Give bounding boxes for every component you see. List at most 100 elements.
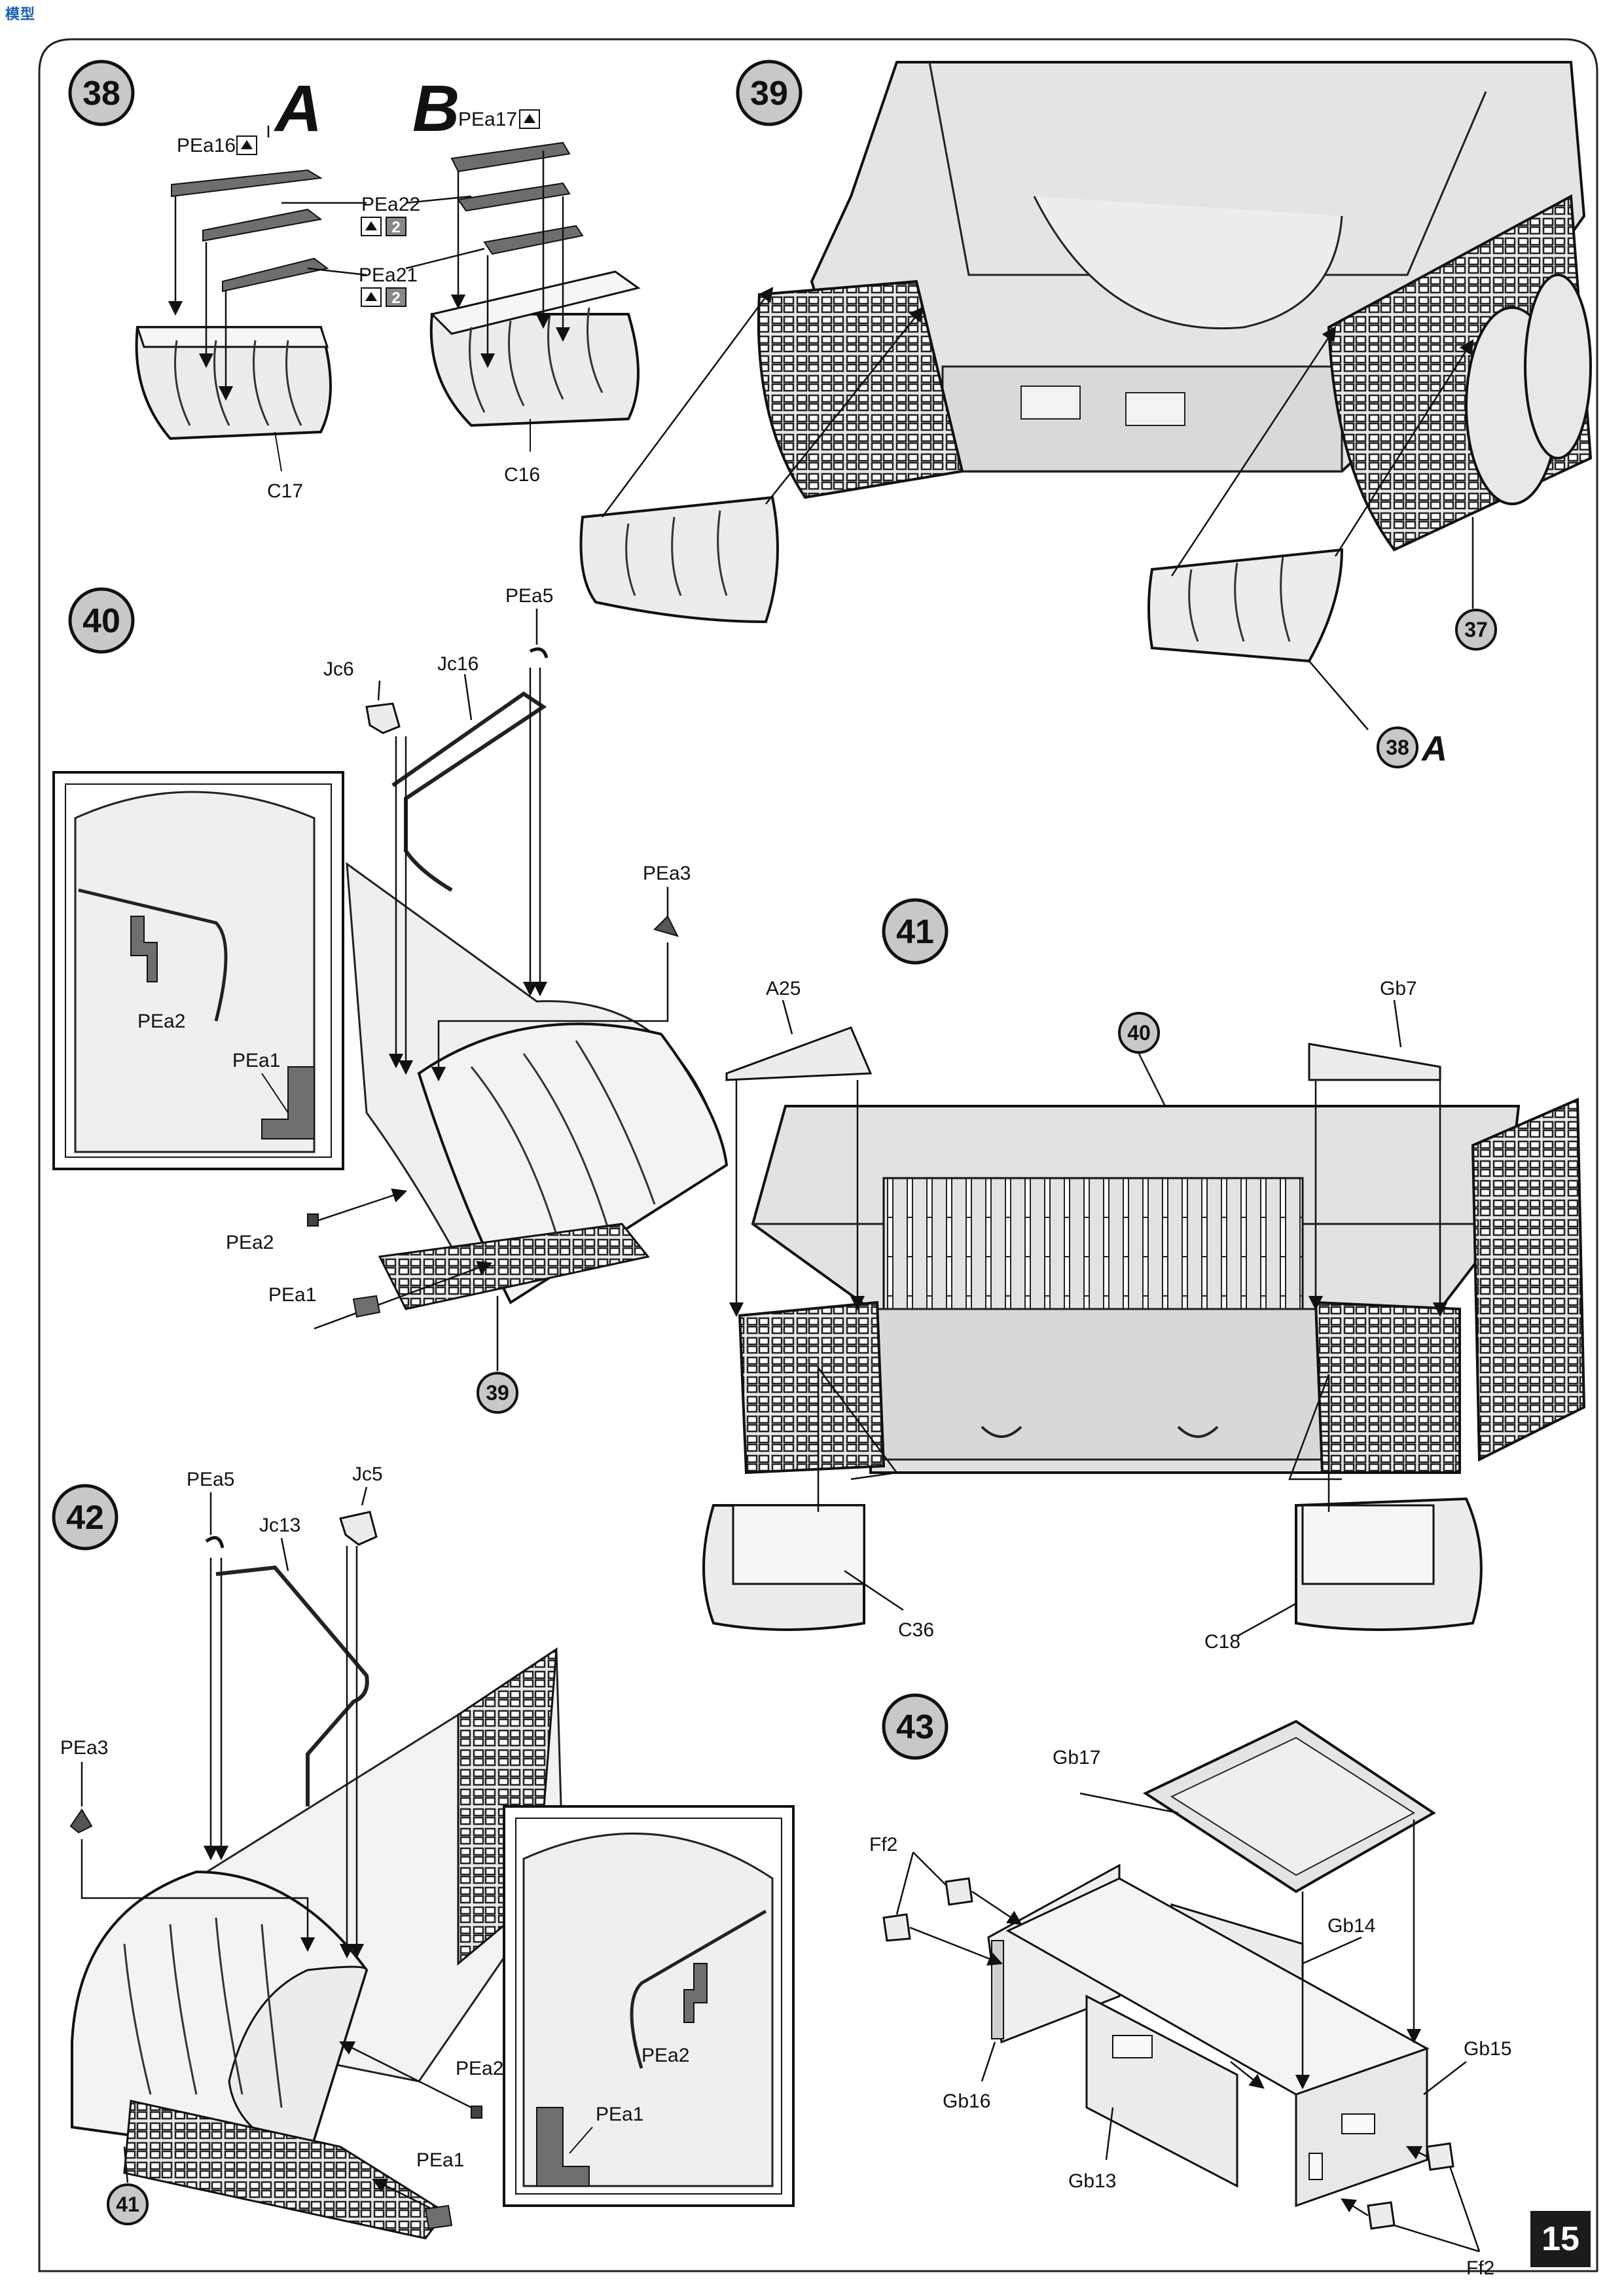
pea22-icons: 2 [361,217,406,236]
label-pea17: PEa17 [458,109,517,130]
label-43-gb13: Gb13 [1068,2170,1116,2192]
end-panel-gb15 [1295,2047,1428,2208]
step-39-badge [736,60,803,126]
variant-a-label: A [273,72,322,145]
photo-etch-strips-b [450,141,584,255]
ref-41: 41 [116,2193,139,2216]
arrows-38b [405,151,571,368]
inset-40-pea2: PEa2 [137,1011,185,1032]
ref-40: 40 [1127,1021,1151,1045]
label-c17: C17 [267,480,303,502]
label-42-pea3: PEa3 [60,1737,108,1759]
step-38: 38 A B PEa16 [68,60,641,502]
bracket-jc5 [339,1511,378,1546]
front-panel-gb13 [1085,1994,1238,2188]
fender-left-39 [579,495,779,624]
ref-40-badge [1118,1012,1160,1054]
label-40-pea2: PEa2 [226,1232,274,1253]
arrows-40 [307,609,669,1371]
fender-c17 [135,326,332,440]
arrows-39 [601,287,1474,730]
step-42-badge [52,1484,118,1551]
step-43-number: 43 [896,1708,934,1746]
label-42-jc5: Jc5 [352,1463,383,1485]
label-41-c18: C18 [1204,1631,1240,1653]
part-pea5 [529,647,549,658]
part-pea2-40 [307,1213,319,1227]
pea21-qty: 2 [391,289,400,307]
right-track-39 [1327,194,1593,552]
watermark: 模型 [5,6,36,22]
step-42-number: 42 [66,1499,104,1537]
step-43: 43 [869,1693,1511,2279]
label-40-pea1: PEa1 [268,1284,316,1306]
label-pea16: PEa16 [177,135,236,156]
fender-assembly-40 [346,861,729,1310]
arrows-38a [168,126,367,401]
label-43-gb16: Gb16 [943,2090,990,2112]
inset-40-pea1: PEa1 [232,1050,280,1071]
step-39-number: 39 [750,75,788,113]
part-pea3-40 [653,915,679,937]
ref-37-badge [1455,609,1497,651]
step-40-number: 40 [82,602,120,640]
label-41-gb7: Gb7 [1380,978,1417,999]
inset-42-pea2: PEa2 [641,2045,689,2066]
step-43-badge [882,1693,948,1760]
label-41-c36: C36 [898,1619,934,1641]
fender-c36 [702,1504,865,1631]
right-track-41 [1314,1097,1586,1474]
step-40-badge [68,587,135,654]
label-43-ff2-top: Ff2 [869,1834,897,1856]
label-43-gb14: Gb14 [1327,1915,1375,1937]
label-pea21: PEa21 [359,264,418,286]
label-40-pea5: PEa5 [505,585,553,607]
label-pea22: PEa22 [361,194,420,215]
left-track-39 [757,279,964,499]
bracket-jc6 [365,702,401,734]
step-41-badge [882,898,948,965]
handrail-jc16 [391,691,547,892]
label-43-gb17: Gb17 [1053,1747,1100,1768]
variant-b-label: B [412,72,460,145]
mudflap-gb7 [1308,1043,1441,1081]
inset-40: PEa2 PEa1 [52,771,344,1170]
label-42-pea5: PEa5 [187,1469,234,1490]
ref-41-badge [107,2183,149,2225]
part-pea2-42 [471,2106,482,2119]
latches-ff2-top [882,1877,973,1942]
ref-39: 39 [486,1381,509,1405]
label-43-gb15: Gb15 [1464,2038,1511,2060]
step-41-number: 41 [896,913,934,951]
arrows-41 [729,999,1448,1638]
pea21-icons: 2 [361,287,406,307]
latches-ff2-bottom [1367,2142,1454,2230]
ref-37: 37 [1464,618,1488,641]
lid-gb17 [1142,1719,1436,1893]
step-38-number: 38 [82,75,120,113]
page-frame [38,38,1598,2272]
label-43-ff2-bottom: Ff2 [1466,2257,1494,2279]
part-pea3-42 [69,1808,93,1834]
label-41-a25: A25 [766,978,801,999]
step-42: 42 P [52,1463,795,2240]
part-pea1-40 [352,1295,381,1318]
label-42-jc13: Jc13 [259,1515,300,1536]
label-c16: C16 [504,464,540,486]
handrail-jc13 [215,1565,369,1806]
inset-42: PEa2 PEa1 [503,1805,795,2207]
arrows-42 [81,1486,472,2214]
ref-38-variant: A [1420,729,1447,768]
label-40-jc6: Jc6 [323,658,354,680]
left-track-41 [738,1300,886,1475]
label-40-pea3: PEa3 [643,863,691,884]
fender-right-39 [1147,548,1344,663]
step-39: 39 [579,60,1593,768]
step-41: 41 [702,898,1586,1653]
ref-39-badge [477,1372,518,1414]
ref-38-badge [1377,726,1418,768]
step-38-badge [68,60,135,126]
fender-c18 [1295,1497,1483,1631]
